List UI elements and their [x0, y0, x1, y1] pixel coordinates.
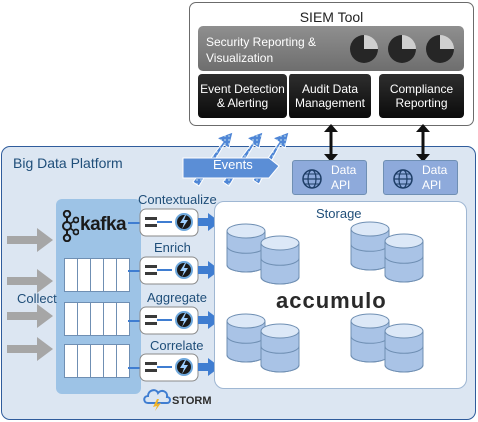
kafka-queue — [64, 344, 130, 378]
pie-chart-icon — [388, 35, 416, 63]
database-icon — [226, 223, 266, 273]
event-detection-block: Event Detection & Alerting — [198, 74, 287, 118]
accumulo-label: accumulo — [276, 288, 387, 313]
pie-chart-icon — [350, 35, 378, 63]
gray-arrow-icon — [7, 304, 53, 328]
blue-arrow-icon — [198, 311, 220, 329]
blue-arrow-icon — [198, 261, 220, 279]
database-icon — [260, 235, 300, 285]
gear-icon — [145, 265, 172, 275]
stage-label-enrich: Enrich — [154, 240, 191, 255]
security-reporting-box: Security Reporting & Visualization — [198, 26, 464, 71]
api-arrows — [324, 124, 430, 162]
gray-arrow-icon — [7, 269, 53, 293]
storage-label: Storage — [316, 206, 362, 221]
lightning-icon — [175, 358, 193, 376]
data-api-box: Data API — [383, 160, 458, 195]
stage-label-contextualize: Contextualize — [138, 192, 217, 207]
lightning-icon — [175, 261, 193, 279]
siem-tool-panel: SIEM Tool Security Reporting & Visualiza… — [189, 2, 474, 126]
kafka-queue — [64, 302, 130, 336]
storm-cloud-icon — [143, 389, 171, 411]
double-arrow-icon — [324, 124, 338, 162]
database-icon — [384, 323, 424, 373]
audit-data-block: Audit Data Management — [287, 74, 371, 118]
database-icon — [384, 233, 424, 283]
storage-disks — [226, 221, 424, 373]
data-api-label: Data API — [331, 163, 357, 192]
lightning-icon — [175, 311, 193, 329]
kafka-queue — [64, 258, 130, 292]
gear-icon — [145, 362, 172, 372]
data-api-label: Data API — [422, 163, 448, 192]
blue-arrow-icon — [198, 213, 220, 231]
compliance-reporting-block: Compliance Reporting — [379, 74, 464, 118]
stage-connectors — [128, 208, 220, 382]
stage-label-aggregate: Aggregate — [147, 290, 207, 305]
siem-title: SIEM Tool — [299, 9, 364, 25]
pie-chart-icon — [426, 35, 454, 63]
collect-label: Collect — [17, 291, 57, 306]
globe-icon — [393, 169, 413, 189]
kafka-logo-icon — [62, 210, 79, 242]
platform-title: Big Data Platform — [13, 155, 123, 171]
gray-arrow-icon — [7, 337, 53, 361]
database-icon — [350, 313, 390, 363]
database-icon — [226, 313, 266, 363]
storm-label: STORM — [172, 395, 212, 407]
gray-arrow-icon — [7, 228, 53, 252]
gear-icon — [145, 217, 172, 227]
stage-label-correlate: Correlate — [150, 338, 204, 353]
globe-icon — [302, 169, 322, 189]
double-arrow-icon — [416, 124, 430, 162]
kafka-label: kafka — [80, 214, 127, 235]
blue-arrow-icon — [198, 358, 220, 376]
events-arrows — [182, 131, 290, 187]
collect-arrows — [7, 228, 53, 361]
database-icon — [260, 323, 300, 373]
database-icon — [350, 221, 390, 271]
security-reporting-label: Security Reporting & Visualization — [206, 35, 317, 65]
gear-icon — [145, 315, 172, 325]
data-api-box: Data API — [292, 160, 367, 195]
events-label: Events — [213, 157, 253, 172]
lightning-icon — [175, 213, 193, 231]
